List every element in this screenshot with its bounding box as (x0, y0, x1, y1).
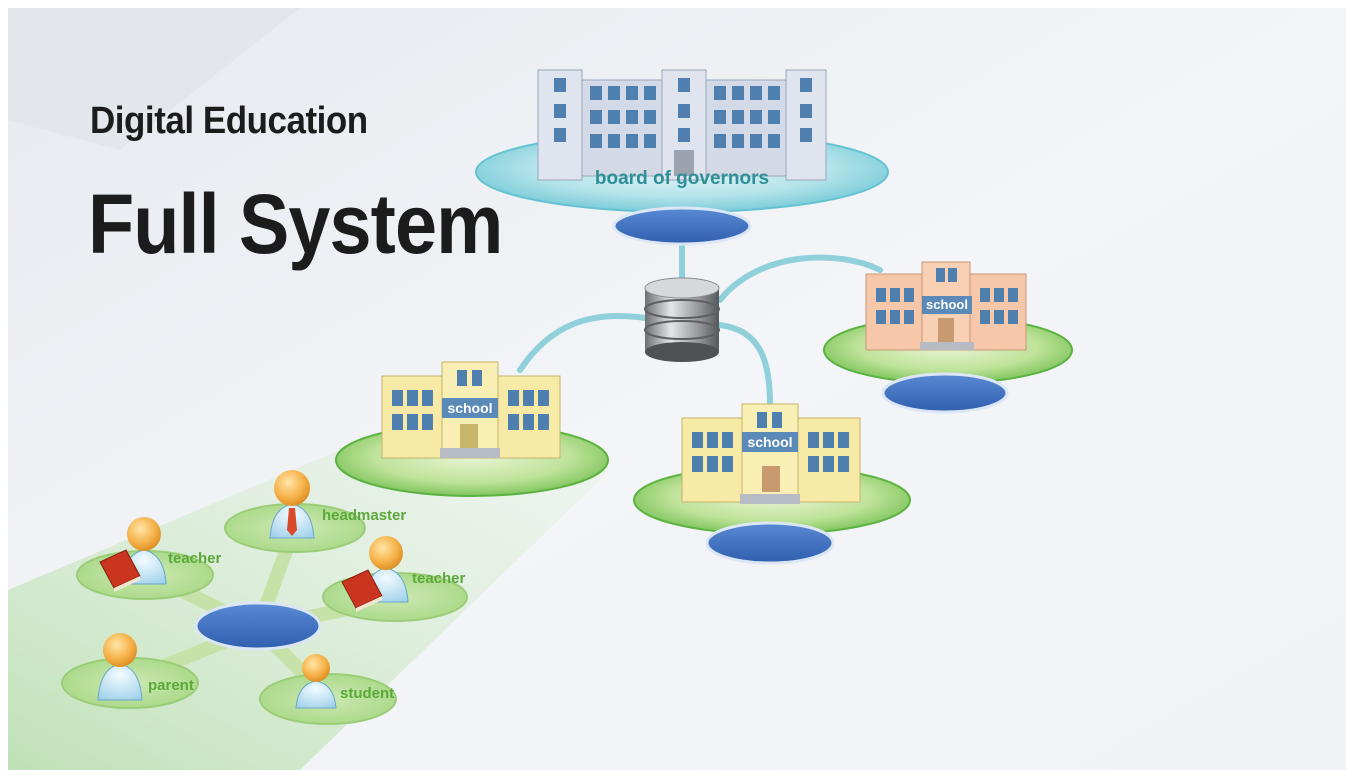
teacher-label: teacher (168, 550, 222, 567)
network-connectors (517, 237, 883, 408)
book-icon (341, 569, 383, 612)
person-icon (121, 517, 167, 585)
person-icon (269, 470, 315, 539)
building-icon (381, 361, 561, 459)
page-subtitle: Digital Education (90, 100, 368, 142)
school-node-center[interactable]: school (633, 403, 911, 565)
building-icon (537, 69, 827, 181)
teacher-label: teacher (412, 570, 466, 587)
page-title: Full System (88, 177, 503, 271)
headmaster-role[interactable]: headmaster (269, 470, 406, 539)
board-label: board of governors (595, 168, 769, 189)
tie-icon (287, 508, 297, 536)
school-label: school (926, 297, 968, 312)
board-hub (612, 206, 752, 246)
parent-role[interactable]: parent (97, 633, 194, 701)
person-icon (295, 654, 337, 709)
school-node-right[interactable]: school (823, 261, 1073, 414)
teacher-right-role[interactable]: teacher (341, 536, 466, 612)
person-icon (97, 633, 143, 701)
board-of-governors-node[interactable]: board of governors (475, 69, 889, 246)
book-icon (99, 549, 141, 592)
student-label: student (340, 685, 394, 702)
school-hub (194, 601, 322, 651)
database-icon[interactable] (644, 277, 720, 362)
school-label: school (447, 400, 492, 416)
parent-label: parent (148, 677, 194, 694)
building-icon (681, 403, 861, 504)
student-role[interactable]: student (295, 654, 394, 709)
teacher-left-role[interactable]: teacher (99, 517, 222, 592)
school-label: school (747, 434, 792, 450)
school-node-left[interactable]: school (335, 361, 609, 497)
headmaster-label: headmaster (322, 507, 406, 524)
building-icon (865, 261, 1027, 351)
